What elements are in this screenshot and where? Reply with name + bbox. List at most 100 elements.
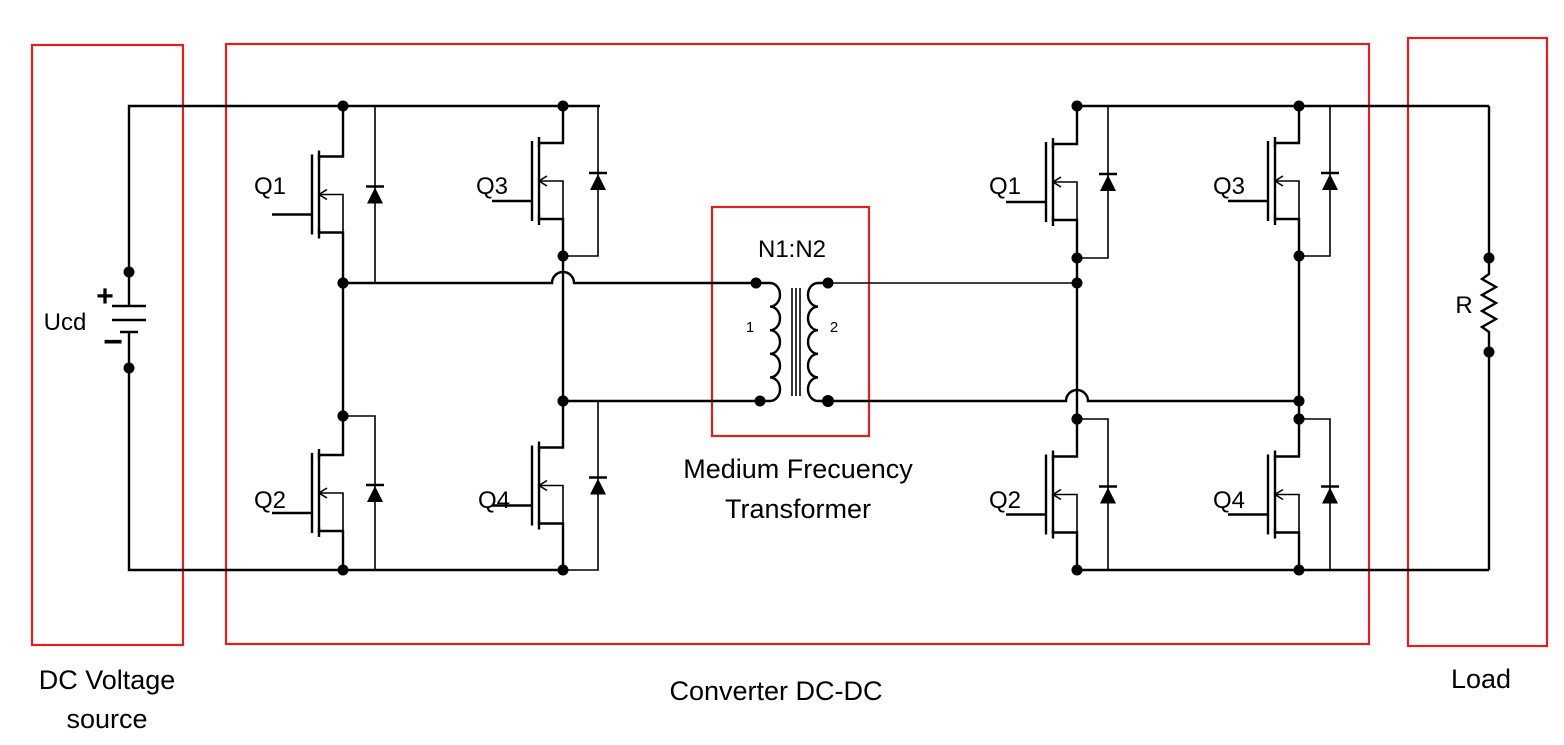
- secondary-winding: [806, 281, 828, 403]
- left-q3-body-line: [539, 180, 564, 219]
- dc-source-label-line1: DC Voltage: [39, 665, 176, 695]
- right-q3-body-arrow: [1273, 175, 1284, 187]
- battery-plus-sign: +: [96, 280, 114, 313]
- right-q4-drain-lead: [1273, 419, 1301, 461]
- resistor-zigzag: [1479, 258, 1499, 352]
- left-q2-drain-lead: [317, 416, 345, 459]
- right-q3-diode-wire: [1299, 105, 1331, 257]
- left-q2-source-lead: [317, 527, 345, 570]
- load-region-box: [1406, 36, 1549, 648]
- left-q1-diode-wire: [343, 105, 376, 284]
- right-q4-node-bottom: [1293, 564, 1305, 576]
- right-q3-switch: Q3: [1213, 100, 1339, 262]
- resistor-label: R: [1455, 292, 1472, 319]
- right-q4-body-line: [1275, 493, 1300, 533]
- transformer-region-box: [710, 205, 871, 438]
- right-q1-diode-triangle: [1100, 175, 1116, 191]
- right-q4-switch: Q4: [1213, 413, 1339, 576]
- left-q4-node-bottom: [557, 564, 569, 576]
- junction-node-3: [557, 395, 569, 407]
- winding-2-label: 2: [830, 319, 838, 336]
- dc-source: + − Ucd: [44, 104, 563, 572]
- left-q1-body-arrow: [317, 188, 328, 201]
- junction-node-1: [337, 277, 349, 289]
- right-q4-diode-wire: [1299, 418, 1331, 571]
- junction-node-4: [1071, 277, 1083, 289]
- right-bridge-wiring: [828, 104, 1489, 572]
- dc-source-region-box: [30, 43, 185, 647]
- right-q2-label: Q2: [989, 487, 1021, 514]
- left-q2-diode-triangle: [367, 486, 383, 502]
- primary-terminal-bottom: [754, 395, 766, 407]
- left-q4-body-line: [539, 484, 564, 524]
- right-q1-body-line: [1053, 181, 1078, 220]
- right-q1-switch: Q1: [989, 100, 1117, 264]
- right-q4-diode-triangle: [1322, 487, 1338, 504]
- right-q2-body-arrow: [1051, 488, 1062, 501]
- left-q3-diode-wire: [563, 105, 599, 257]
- left-q4-switch: Q4: [478, 395, 607, 576]
- junction-node-6: [1293, 395, 1305, 407]
- secondary-terminal-top: [822, 277, 834, 289]
- left-q4-source-lead: [537, 519, 565, 570]
- left-q2-body-line: [319, 492, 344, 531]
- right-q4-label: Q4: [1213, 487, 1245, 514]
- left-q4-diode-triangle: [590, 478, 606, 495]
- left-q2-diode-wire: [343, 415, 376, 571]
- right-q1-node-bottom: [1071, 252, 1083, 264]
- left-q3-body-arrow: [537, 175, 548, 187]
- left-q4-drain-lead: [537, 401, 565, 452]
- battery-minus-sign: −: [103, 323, 123, 361]
- region-boxes: [30, 36, 1549, 648]
- right-q2-diode-wire: [1077, 418, 1109, 571]
- source-node-bottom: [123, 362, 135, 374]
- source-label: Ucd: [44, 309, 87, 336]
- converter-region-box: [224, 42, 1371, 646]
- left-q1-switch: Q1: [254, 100, 384, 289]
- winding-1-label: 1: [746, 319, 754, 336]
- left-q3-label: Q3: [476, 173, 508, 200]
- left-q3-drain-lead: [537, 106, 565, 147]
- left-q3-node-bottom: [557, 250, 569, 262]
- transformer-title-line1: Medium Frecuency: [683, 454, 913, 484]
- source-node-top: [123, 266, 135, 278]
- left-ac-wire-top: [343, 270, 762, 285]
- left-q2-label: Q2: [254, 487, 286, 514]
- right-q2-node-bottom: [1071, 564, 1083, 576]
- source-bottom-wire: [127, 368, 563, 572]
- left-q1-diode-triangle: [367, 187, 383, 204]
- right-q2-diode-triangle: [1100, 487, 1116, 504]
- right-q3-label: Q3: [1213, 173, 1245, 200]
- turns-ratio-label: N1:N2: [758, 236, 826, 263]
- transformer: N1:N2 1 2 Medium Frecuency Transformer: [683, 236, 913, 524]
- left-q3-node-top: [557, 100, 569, 112]
- right-q3-body-line: [1275, 180, 1300, 219]
- transformer-title-line2: Transformer: [725, 494, 871, 524]
- right-q3-source-lead: [1273, 215, 1301, 256]
- right-q1-drain-lead: [1051, 106, 1079, 148]
- converter-label: Converter DC-DC: [669, 676, 882, 706]
- right-q3-node-bottom: [1293, 250, 1305, 262]
- right-q2-switch: Q2: [989, 413, 1117, 576]
- left-q1-label: Q1: [254, 173, 286, 200]
- left-q4-body-arrow: [537, 479, 548, 492]
- load: R: [1455, 106, 1499, 570]
- right-q4-source-lead: [1273, 528, 1301, 570]
- left-q1-node-top: [337, 100, 349, 112]
- resistor-node-top: [1483, 252, 1495, 264]
- right-q1-source-lead: [1051, 216, 1079, 258]
- right-q2-drain-lead: [1051, 419, 1079, 461]
- right-q2-source-lead: [1051, 528, 1079, 570]
- right-q1-body-arrow: [1051, 176, 1062, 188]
- left-q3-diode-triangle: [590, 174, 606, 190]
- primary-terminal-top: [750, 277, 762, 289]
- source-top-wire: [127, 104, 343, 272]
- secondary-terminal-bottom: [822, 395, 834, 407]
- junction-node-5: [1071, 413, 1083, 425]
- right-q1-node-top: [1071, 100, 1083, 112]
- left-q2-body-arrow: [317, 487, 328, 499]
- junction-node-2: [337, 410, 349, 422]
- load-label: Load: [1451, 664, 1511, 694]
